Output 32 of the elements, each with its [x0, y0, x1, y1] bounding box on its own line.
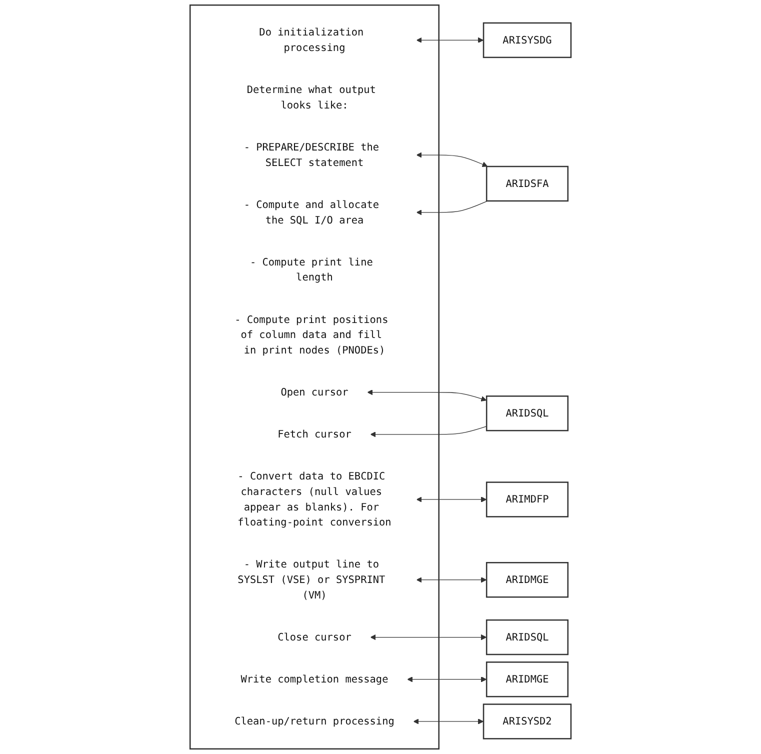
node-box	[482, 22, 572, 58]
arrow	[416, 37, 484, 43]
node-box	[486, 662, 568, 698]
arrow	[416, 496, 487, 502]
node-box	[486, 166, 568, 202]
node-text: Do initialization processing	[259, 26, 364, 54]
node-box	[482, 704, 572, 740]
node-box	[486, 619, 568, 656]
arrow	[416, 152, 488, 167]
arrow	[370, 634, 487, 640]
arrow	[370, 426, 487, 438]
node-text: Close cursor	[278, 630, 352, 644]
node-box	[486, 482, 568, 518]
node-text: Write completion message	[240, 672, 388, 686]
node-text: - Compute and allocate the SQL I/O area	[244, 198, 379, 226]
node-text: Clean-up/return processing	[234, 715, 394, 728]
arrow	[413, 718, 484, 724]
node-text: - Write output line to SYSLST (VSE) or SYSPRINT (VM)	[238, 558, 386, 601]
node-text: Open cursor	[280, 386, 348, 398]
node-text: Determine what output looks like:	[246, 84, 376, 111]
arrow	[407, 676, 487, 682]
node-text: - Compute print positions of column data and fill in print nodes (PNODEs)	[234, 313, 388, 356]
node-box	[486, 396, 568, 432]
cluster	[189, 4, 440, 750]
arrow	[416, 200, 488, 216]
arrow	[416, 577, 487, 583]
node-text: - Compute print line length	[250, 256, 373, 284]
arrow	[367, 390, 487, 402]
node-text: - Convert data to EBCDIC characters (null values appear as blanks). For floating-point conversion	[238, 470, 392, 528]
node-box	[486, 562, 568, 598]
node-text: Fetch cursor	[278, 428, 352, 440]
node-text: - PREPARE/DESCRIBE the SELECT statement	[244, 140, 379, 168]
